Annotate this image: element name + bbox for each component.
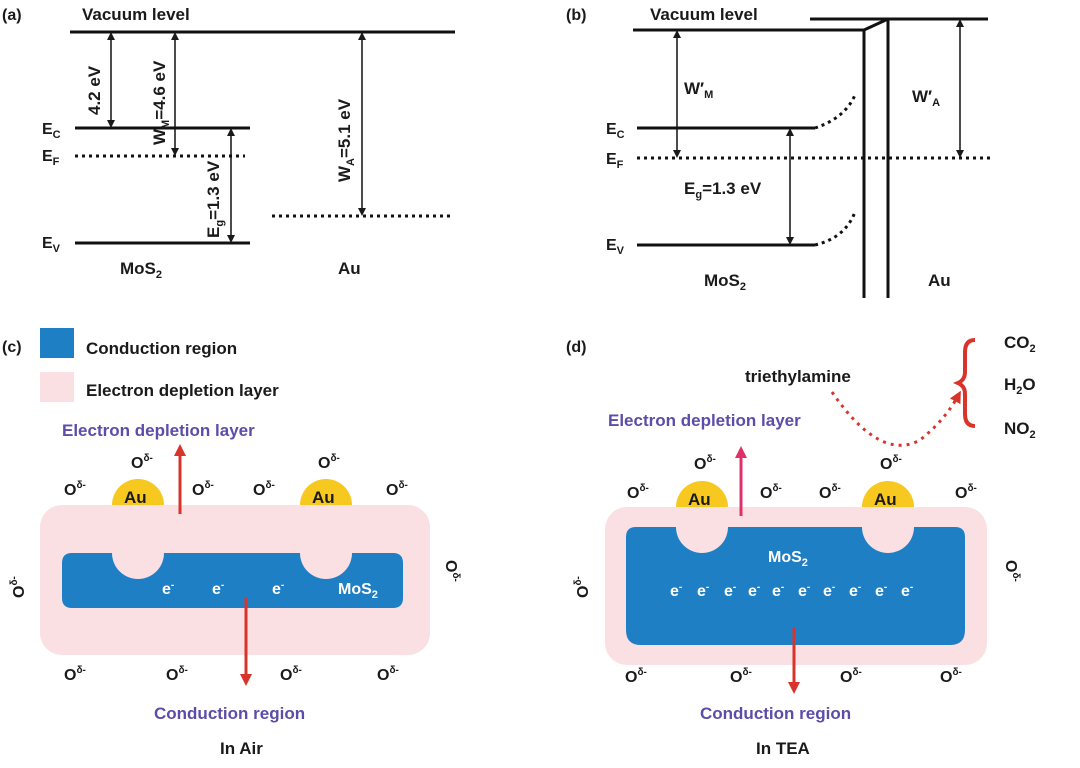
electron: e-	[724, 582, 736, 600]
au-particle	[112, 479, 164, 505]
depletion-arrow-label: Electron depletion layer	[62, 421, 255, 440]
oxygen-ion: Oδ-	[819, 483, 841, 502]
gap-4.2-label: 4.2 eV	[85, 65, 104, 115]
oxygen-ion: Oδ-	[9, 576, 28, 598]
au-particle	[300, 479, 352, 505]
ev-label: EV	[606, 237, 625, 257]
electron: e-	[901, 582, 913, 600]
caption: In TEA	[756, 739, 810, 758]
mos2-label: MoS2	[704, 271, 746, 293]
ec-band-bend	[814, 94, 857, 130]
oxygen-ion: Oδ-	[253, 480, 275, 499]
ec-label: EC	[606, 121, 625, 141]
electrons: e- e- e- e- e- e- e- e- e- e-	[670, 582, 913, 600]
products-brace	[952, 338, 976, 428]
panel-b: (b) Vacuum level W′M W′A Eg=1.3 eV EC EF…	[566, 5, 990, 298]
panel-c-tag: (c)	[2, 339, 22, 356]
wm-prime-label: W′M	[684, 79, 713, 101]
au-label: Au	[338, 259, 361, 278]
oxygen-ion: Oδ-	[280, 665, 302, 684]
legend-depletion-swatch	[40, 372, 74, 402]
au-particle	[676, 481, 728, 507]
oxygen-ion: Oδ-	[880, 454, 902, 473]
ev-label: EV	[42, 235, 61, 255]
oxygen-ion: Oδ-	[694, 454, 716, 473]
oxygen-ion: Oδ-	[192, 480, 214, 499]
ef-label: EF	[42, 148, 60, 168]
wa-label: WA=5.1 eV	[335, 98, 357, 182]
electron: e-	[875, 582, 887, 600]
oxygen-ion: Oδ-	[131, 453, 153, 472]
panel-a-tag: (a)	[2, 7, 22, 24]
legend-conduction-swatch	[40, 328, 74, 358]
electron: e-	[823, 582, 835, 600]
panel-d: (d) triethylamine CO2 H2O NO2 Au Au MoS2…	[566, 333, 1036, 758]
oxygen-ion: Oδ-	[386, 480, 408, 499]
oxygen-ion: Oδ-	[377, 665, 399, 684]
electron: e-	[748, 582, 760, 600]
conduction-region	[626, 527, 965, 645]
electron: e-	[670, 582, 682, 600]
ef-label: EF	[606, 151, 624, 171]
panel-d-tag: (d)	[566, 339, 586, 356]
mos2-label: MoS2	[120, 259, 162, 281]
electron: e-	[212, 580, 224, 598]
oxygen-ion: Oδ-	[1002, 560, 1021, 582]
eg-label: Eg=1.3 eV	[204, 160, 226, 238]
oxygen-ion: Oδ-	[627, 483, 649, 502]
oxygen-ion: Oδ-	[166, 665, 188, 684]
oxygen-ion: Oδ-	[760, 483, 782, 502]
oxygen-ion: Oδ-	[64, 480, 86, 499]
panel-c: (c) Conduction region Electron depletion…	[2, 328, 461, 758]
product-no2: NO2	[1004, 419, 1036, 441]
oxygen-ion: Oδ-	[573, 576, 592, 598]
ec-label: EC	[42, 121, 61, 141]
electron: e-	[772, 582, 784, 600]
conduction-region	[62, 553, 403, 608]
panel-a: (a) Vacuum level 4.2 eV WM=4.6 eV WA=5.1…	[2, 5, 455, 281]
vacuum-level-label: Vacuum level	[82, 5, 190, 24]
oxygen-ion: Oδ-	[318, 453, 340, 472]
ev-band-bend	[814, 211, 857, 247]
wa-prime-label: W′A	[912, 87, 940, 109]
au-particle	[862, 481, 914, 507]
au-label: Au	[874, 490, 897, 509]
oxygen-ion: Oδ-	[730, 667, 752, 686]
product-h2o: H2O	[1004, 375, 1036, 397]
legend-depletion-label: Electron depletion layer	[86, 381, 279, 400]
au-label: Au	[928, 271, 951, 290]
triethylamine-label: triethylamine	[745, 367, 851, 386]
electron: e-	[162, 580, 174, 598]
electron: e-	[272, 580, 284, 598]
depletion-arrow-label: Electron depletion layer	[608, 411, 801, 430]
conduction-arrow-label: Conduction region	[154, 704, 305, 723]
au-label: Au	[688, 490, 711, 509]
vacuum-level-label: Vacuum level	[650, 5, 758, 24]
oxygen-ion: Oδ-	[64, 665, 86, 684]
oxygen-ion: Oδ-	[940, 667, 962, 686]
eg-label: Eg=1.3 eV	[684, 179, 762, 201]
panel-b-tag: (b)	[566, 7, 586, 24]
oxygen-ion: Oδ-	[442, 560, 461, 582]
oxygen-ion: Oδ-	[955, 483, 977, 502]
oxygen-ion: Oδ-	[625, 667, 647, 686]
product-co2: CO2	[1004, 333, 1036, 355]
conduction-arrow-label: Conduction region	[700, 704, 851, 723]
au-label: Au	[124, 488, 147, 507]
mos2-label: MoS2	[768, 549, 808, 569]
legend-conduction-label: Conduction region	[86, 339, 237, 358]
reaction-path-arrow	[830, 390, 961, 447]
wm-label: WM=4.6 eV	[150, 60, 172, 145]
electron: e-	[798, 582, 810, 600]
electron: e-	[697, 582, 709, 600]
interface-bend	[863, 17, 889, 32]
caption: In Air	[220, 739, 263, 758]
oxygen-ion: Oδ-	[840, 667, 862, 686]
electron: e-	[849, 582, 861, 600]
mos2-label: MoS2	[338, 581, 378, 601]
au-label: Au	[312, 488, 335, 507]
